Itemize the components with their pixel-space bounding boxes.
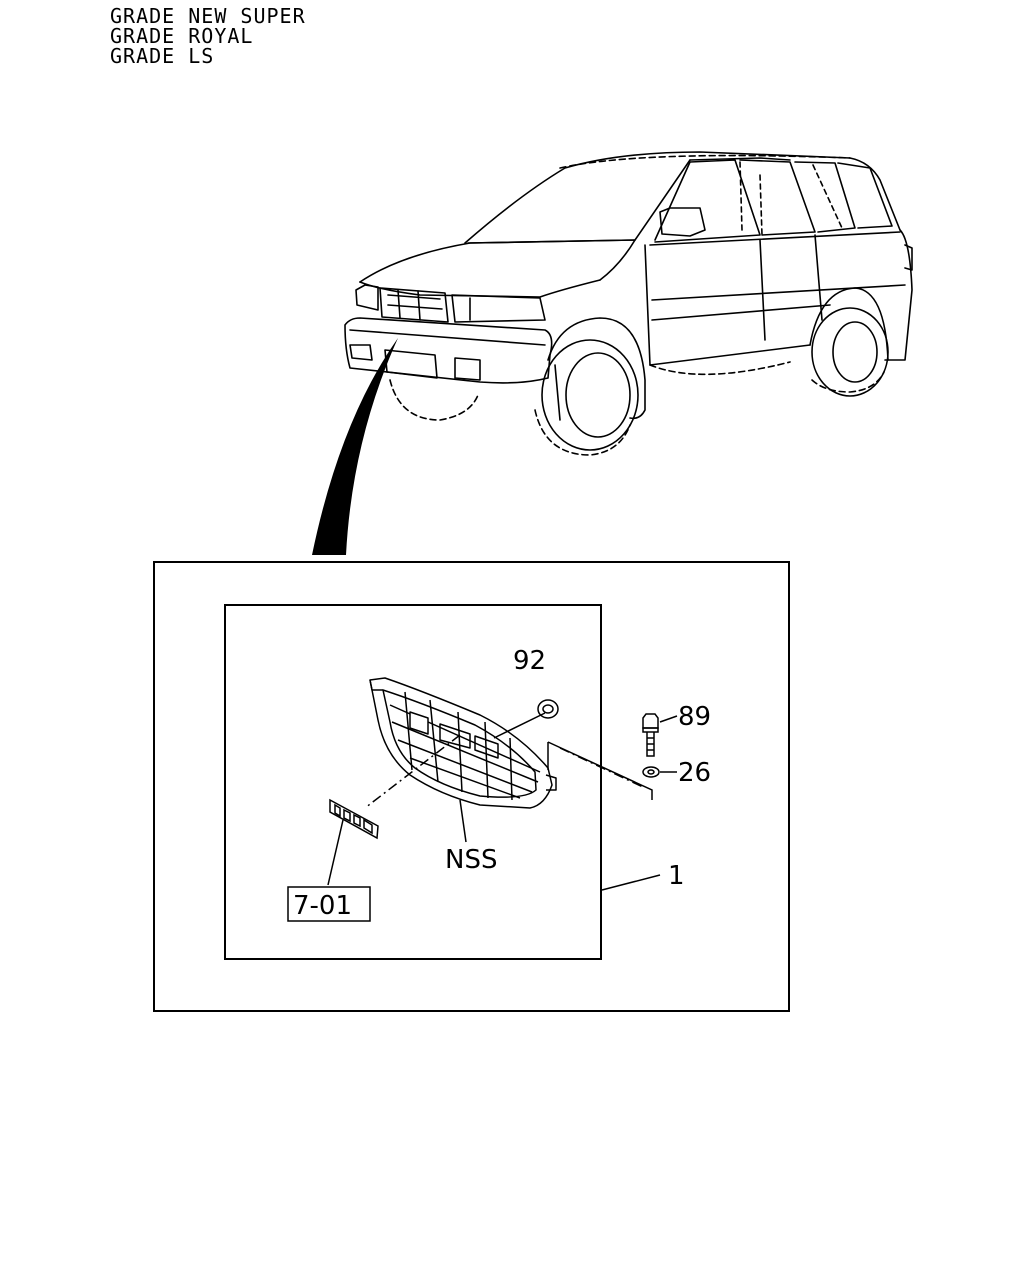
leader-wedge [312,338,398,555]
leader-89 [659,715,678,723]
leader-nss [459,799,467,843]
outer-box [153,561,790,1012]
grade-line-3: GRADE LS [110,44,215,68]
leader-bolt-dash [559,747,646,789]
callout-92: 92 [513,646,546,676]
callout-89: 89 [678,702,711,732]
washer-92-icon [537,699,559,719]
emblem-icon [329,798,379,840]
grille-assembly [369,677,557,809]
grade-line-2: GRADE ROYAL [110,24,254,48]
leader-lines [327,712,678,891]
bolt-89-icon [642,713,659,757]
callout-26: 26 [678,758,711,788]
leader-92 [493,712,546,739]
callout-nss: NSS [445,845,497,875]
grade-header: GRADE NEW SUPER GRADE ROYAL GRADE LS [110,6,306,66]
inner-box [224,604,602,960]
leader-emblem-ref [327,819,344,886]
leader-assembly [601,874,661,891]
washer-26-icon [642,766,660,778]
vehicle-illustration [344,151,913,456]
grade-line-1: GRADE NEW SUPER [110,4,306,28]
callout-1: 1 [668,861,685,891]
callout-7-01: 7-01 [293,891,352,921]
emblem-ref-box [287,886,371,922]
